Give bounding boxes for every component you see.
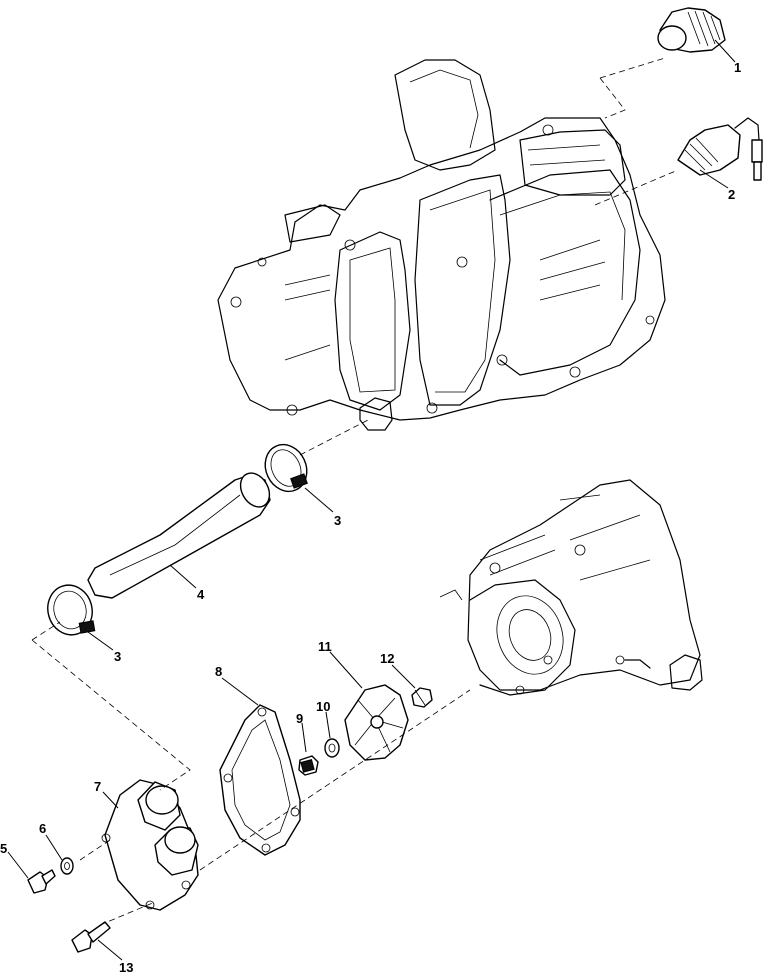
part-6-washer bbox=[60, 857, 74, 875]
assembly-lines bbox=[31, 57, 679, 926]
part-13-bolt bbox=[71, 921, 111, 953]
callout-9: 9 bbox=[296, 711, 303, 726]
callout-13: 13 bbox=[119, 960, 133, 973]
callout-3-upper: 3 bbox=[334, 513, 341, 528]
callout-8: 8 bbox=[215, 664, 222, 679]
part-1-cap bbox=[657, 7, 726, 53]
callout-7: 7 bbox=[94, 779, 101, 794]
callout-12: 12 bbox=[380, 651, 394, 666]
callout-1: 1 bbox=[734, 60, 741, 75]
callout-3-lower: 3 bbox=[114, 649, 121, 664]
part-3-clamp-lower bbox=[47, 584, 96, 636]
part-7-pump-cover bbox=[101, 779, 199, 911]
part-9-seal bbox=[298, 755, 319, 776]
callout-4: 4 bbox=[197, 587, 205, 602]
callout-5: 5 bbox=[0, 841, 7, 856]
part-4-hose bbox=[87, 472, 271, 599]
part-8-gasket bbox=[219, 704, 301, 856]
callout-6: 6 bbox=[39, 821, 46, 836]
part-2-sensor bbox=[677, 117, 763, 181]
callout-10: 10 bbox=[316, 699, 330, 714]
crankcase-outline bbox=[439, 479, 703, 696]
callout-11: 11 bbox=[318, 639, 332, 654]
part-10-washer bbox=[324, 738, 340, 758]
part-5-bolt bbox=[27, 869, 56, 894]
part-11-impeller bbox=[344, 684, 409, 761]
part-12-nut bbox=[411, 687, 433, 708]
callout-2: 2 bbox=[728, 187, 735, 202]
part-3-clamp-upper bbox=[264, 443, 308, 493]
leader-lines bbox=[7, 39, 736, 961]
cylinder-head-outline bbox=[217, 59, 666, 431]
callout-labels: 1 2 3 3 4 5 6 7 8 9 10 11 12 13 bbox=[0, 60, 741, 973]
